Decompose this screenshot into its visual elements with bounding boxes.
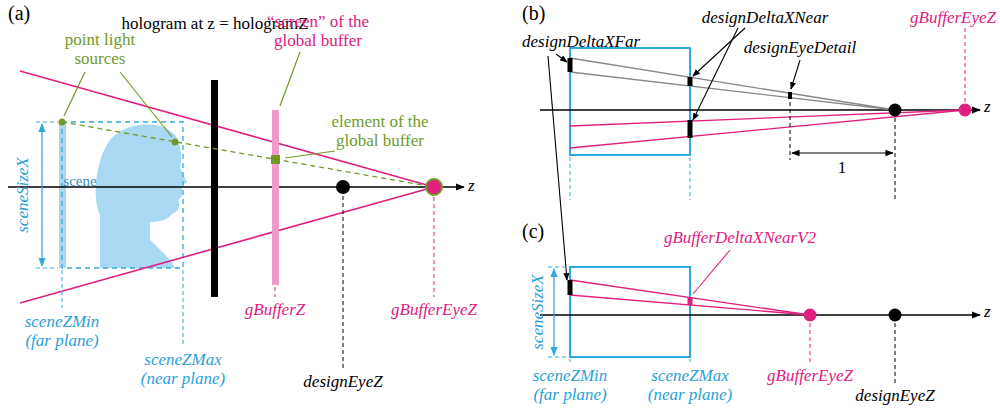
ray-line bbox=[570, 110, 965, 148]
head-silhouette bbox=[96, 124, 187, 268]
leader-line bbox=[285, 151, 335, 158]
label: (a) bbox=[8, 4, 30, 23]
z-axis bbox=[540, 314, 980, 315]
leader-line bbox=[548, 56, 567, 280]
delta-mark bbox=[568, 280, 573, 295]
scene-bounds bbox=[62, 122, 183, 268]
extension-line bbox=[36, 122, 58, 123]
extension-line bbox=[275, 287, 276, 297]
design-eye bbox=[336, 180, 350, 194]
extension-line bbox=[548, 357, 568, 358]
leader-line bbox=[556, 54, 567, 62]
label: scene bbox=[63, 172, 96, 191]
extension-line bbox=[62, 270, 63, 308]
label: gBufferZ bbox=[245, 300, 305, 319]
label: z bbox=[984, 97, 991, 116]
delta-mark bbox=[788, 92, 792, 99]
label: point light sources bbox=[55, 30, 145, 68]
ray-line bbox=[570, 110, 965, 126]
scene-box bbox=[570, 48, 690, 155]
extension-line bbox=[965, 28, 966, 102]
label: gBufferEyeZ bbox=[910, 8, 996, 27]
ray-line bbox=[570, 58, 895, 110]
label: sceneSizeX bbox=[13, 157, 32, 233]
z-axis bbox=[540, 109, 980, 110]
label: designEyeZ bbox=[303, 372, 382, 391]
label: sceneZMax (near plane) bbox=[133, 350, 233, 388]
extension-line bbox=[183, 270, 184, 346]
label: designEyeZ bbox=[855, 386, 934, 405]
leader-line bbox=[120, 72, 172, 137]
dimension-arrow bbox=[792, 152, 893, 153]
delta-mark bbox=[688, 297, 693, 305]
label: sceneZMin (far plane) bbox=[520, 366, 620, 404]
leader-line bbox=[64, 72, 85, 116]
ray-line bbox=[570, 72, 895, 110]
extension-line bbox=[810, 323, 811, 364]
label: (b) bbox=[522, 4, 545, 23]
label: element of the global buffer bbox=[320, 112, 440, 150]
design-eye bbox=[889, 104, 902, 117]
label: sceneZMax (near plane) bbox=[640, 366, 740, 404]
dimension-arrow bbox=[41, 124, 42, 266]
extension-line bbox=[895, 323, 896, 384]
label: sceneZMin (far plane) bbox=[12, 312, 112, 350]
gbuffer-eye bbox=[959, 104, 972, 117]
label: gBufferEyeZ bbox=[391, 300, 477, 319]
light-point bbox=[59, 119, 66, 126]
dimension-arrow bbox=[553, 269, 554, 355]
design-eye bbox=[889, 309, 902, 322]
leader-line bbox=[791, 60, 800, 89]
label: gBufferEyeZ bbox=[767, 366, 853, 385]
label: (c) bbox=[522, 222, 544, 241]
leader-line bbox=[693, 250, 730, 294]
leader-line bbox=[693, 28, 745, 76]
label: “screen” of the global buffer bbox=[253, 12, 383, 50]
leader-line bbox=[693, 28, 738, 120]
gbuffer-eye bbox=[804, 309, 817, 322]
extension-line bbox=[548, 267, 568, 268]
label: designEyeDetail bbox=[744, 38, 856, 57]
gbuffer-eye bbox=[426, 179, 442, 195]
label: designDeltaXFar bbox=[522, 32, 640, 51]
extension-line bbox=[343, 196, 344, 368]
extension-line bbox=[434, 197, 435, 297]
label: z bbox=[984, 302, 991, 321]
extension-line bbox=[895, 118, 896, 200]
light-point bbox=[172, 139, 179, 146]
extension-line bbox=[570, 157, 571, 200]
label: gBufferDeltaXNearV2 bbox=[664, 228, 816, 247]
hologram-plane bbox=[211, 80, 218, 297]
delta-mark bbox=[688, 120, 693, 138]
extension-line bbox=[690, 157, 691, 200]
delta-mark bbox=[568, 58, 573, 72]
label: sceneSizeX bbox=[528, 274, 547, 350]
label: z bbox=[468, 176, 475, 195]
extension-line bbox=[36, 268, 58, 269]
frustum-line bbox=[20, 187, 434, 303]
leader-line bbox=[280, 52, 300, 106]
delta-mark bbox=[688, 77, 693, 86]
ray-line bbox=[570, 280, 810, 315]
scene-box bbox=[570, 267, 690, 357]
label: designDeltaXNear bbox=[702, 8, 829, 27]
extension-line bbox=[570, 359, 571, 364]
extension-line bbox=[690, 359, 691, 364]
buffer-element bbox=[271, 155, 280, 164]
extension-line bbox=[790, 102, 791, 160]
label: 1 bbox=[838, 158, 847, 177]
gbuffer-screen bbox=[272, 110, 279, 285]
ray-line bbox=[570, 295, 810, 315]
